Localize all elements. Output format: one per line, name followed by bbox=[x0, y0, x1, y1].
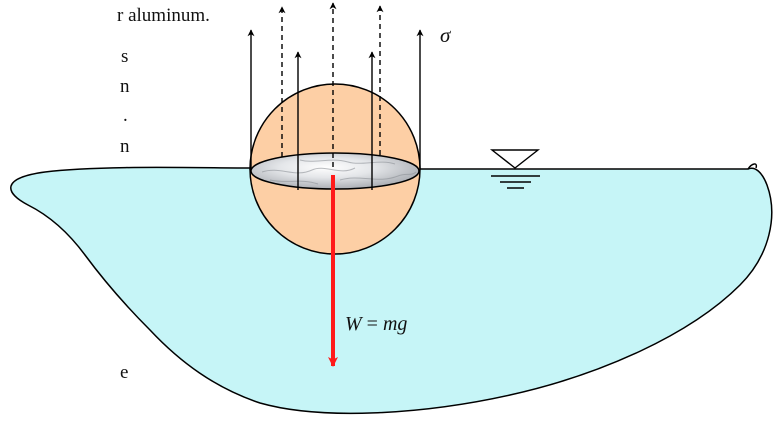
water-edge-curl bbox=[747, 163, 758, 170]
problem-text-top-line: r aluminum. bbox=[117, 5, 210, 26]
surface-tension-arrows bbox=[247, 2, 424, 190]
water-body bbox=[10, 166, 773, 415]
weight-label: W = mg bbox=[345, 313, 407, 335]
surface-tension-symbol: σ bbox=[440, 23, 452, 47]
text-fragment-letter: . bbox=[123, 105, 128, 126]
water-level-triangle-icon bbox=[489, 149, 541, 189]
text-fragment-letter: s bbox=[121, 46, 128, 67]
text-fragment-letter: n bbox=[120, 136, 130, 157]
weight-mg: mg bbox=[383, 313, 407, 335]
weight-symbol-W: W bbox=[345, 313, 364, 335]
text-fragment-letter: n bbox=[120, 76, 130, 97]
marble-texture bbox=[261, 159, 417, 185]
weight-equals: = bbox=[362, 313, 383, 335]
text-fragment-letter: e bbox=[120, 362, 128, 383]
